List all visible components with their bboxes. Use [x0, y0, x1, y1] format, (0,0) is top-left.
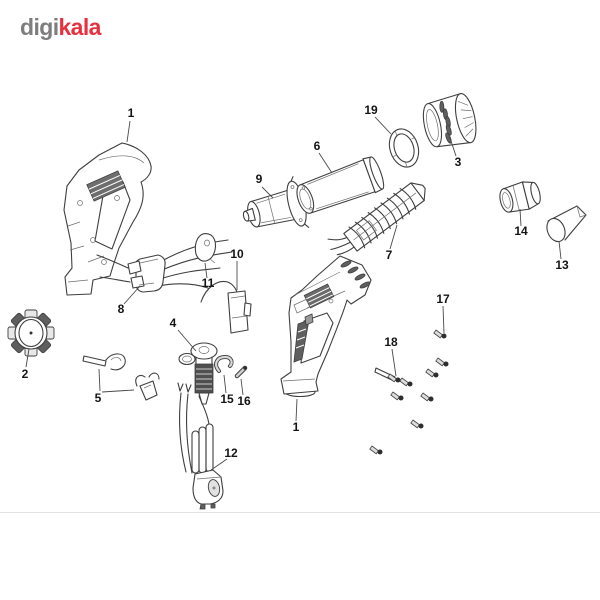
- logo-text-gray: digi: [20, 14, 59, 40]
- part-16-small-pin: [234, 365, 248, 379]
- label-17-screw: 17: [436, 292, 450, 306]
- logo-text-red: kala: [58, 14, 101, 40]
- label-5-clips: 5: [95, 391, 102, 405]
- label-10-thermostat: 10: [230, 247, 244, 261]
- part-labels: 1 2 3 4 5 6 7 8 9 10 11 12 13 14 15 16 1…: [22, 103, 569, 460]
- label-1-housing: 1: [128, 106, 135, 120]
- part-7-heating-element: [327, 182, 426, 256]
- label-8-switch: 8: [118, 302, 125, 316]
- label-19-ring: 19: [364, 103, 378, 117]
- part-19-gasket-ring: [388, 128, 420, 168]
- label-1-assembled: 1: [293, 420, 300, 434]
- part-11-cover-plate: [194, 232, 217, 264]
- part-6-barrel-tube: [296, 156, 385, 214]
- part-14-reducer-nozzle: [499, 181, 541, 213]
- label-18-long-screw: 18: [384, 335, 398, 349]
- label-4-spindle: 4: [170, 316, 177, 330]
- label-7-heater: 7: [386, 248, 393, 262]
- leader-lines: [25, 116, 562, 471]
- part-3-nozzle-guard-cage: [422, 93, 477, 148]
- part-5-retaining-clips: [82, 353, 160, 401]
- part-10-thermostat: [200, 280, 252, 334]
- image-bottom-divider: [0, 512, 600, 513]
- part-9-motor: [242, 176, 310, 228]
- label-15-clip: 15: [220, 392, 234, 406]
- digikala-logo: digikala: [20, 16, 101, 39]
- part-8-switch: [96, 239, 233, 293]
- label-14-reducer: 14: [514, 224, 528, 238]
- part-4-spindle: [178, 342, 218, 405]
- label-2-impeller: 2: [22, 367, 29, 381]
- label-9-motor: 9: [256, 172, 263, 186]
- part-12-power-cord-plug: [177, 382, 224, 510]
- part-13-deflector-nozzle: [546, 205, 587, 243]
- label-3-cage: 3: [455, 155, 462, 169]
- part-1-assembled-heat-gun: [280, 255, 372, 398]
- label-16-pin: 16: [237, 394, 251, 408]
- label-11-plate: 11: [202, 276, 215, 290]
- label-12-cord: 12: [224, 446, 238, 460]
- screws-cluster: [369, 329, 449, 455]
- part-15-small-clip: [214, 354, 234, 373]
- part-2-fan-impeller: [7, 309, 55, 357]
- part-1-housing-shell: [63, 142, 152, 296]
- label-13-deflector: 13: [555, 258, 569, 272]
- label-6-barrel: 6: [314, 139, 321, 153]
